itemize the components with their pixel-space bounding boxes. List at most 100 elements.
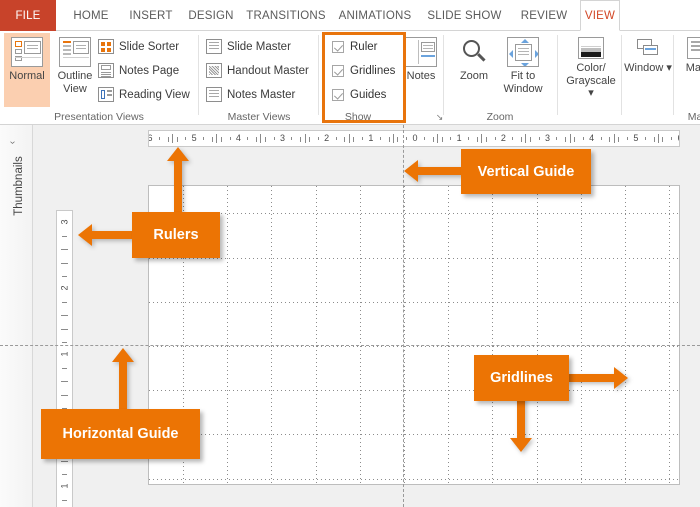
ruler-half-tick (613, 134, 615, 143)
slide-sorter-button[interactable]: Slide Sorter (98, 36, 179, 57)
ribbon-tabstrip: FILE HOME INSERT DESIGN TRANSITIONS ANIM… (0, 0, 700, 31)
notes-icon (405, 37, 437, 67)
ruler-tick-label: 4 (589, 133, 595, 143)
ruler-minor-tick (317, 137, 319, 140)
slide-master-button[interactable]: Slide Master (206, 36, 291, 57)
zoom-button[interactable]: Zoom (451, 33, 497, 107)
handout-master-label: Handout Master (227, 64, 309, 77)
ruler-minor-tick (423, 137, 425, 140)
ruler-minor-tick (264, 137, 266, 142)
gridline-vertical (271, 186, 272, 484)
ruler-half-tick (304, 134, 306, 143)
slide-canvas[interactable] (148, 185, 680, 485)
checkbox-checked-icon (332, 89, 344, 101)
notes-page-icon (98, 63, 114, 78)
ruler-minor-tick (485, 137, 487, 142)
ruler-minor-tick (644, 137, 646, 140)
normal-view-button[interactable]: Normal (4, 33, 50, 107)
show-dialog-launcher[interactable]: ↘ (435, 112, 444, 122)
checkbox-checked-icon (332, 41, 344, 53)
callout-vertical-guide: Vertical Guide (461, 149, 591, 194)
tab-slide-show[interactable]: SLIDE SHOW (427, 9, 502, 22)
thumbnails-label: Thumbnails (13, 156, 25, 216)
tab-insert[interactable]: INSERT (129, 9, 173, 22)
horizontal-guide-line[interactable] (0, 345, 700, 346)
tab-design[interactable]: DESIGN (188, 9, 234, 22)
callout-rulers: Rulers (132, 212, 220, 258)
tab-home[interactable]: HOME (73, 9, 109, 22)
ruler-half-tick (260, 134, 262, 143)
color-grayscale-label: Color/ Grayscale ▾ (566, 62, 616, 99)
ruler-minor-tick (397, 137, 399, 142)
master-views-group-label: Master Views (227, 111, 291, 123)
ruler-minor-tick (335, 137, 337, 140)
thumbnails-pane[interactable]: › Thumbnails (0, 125, 33, 507)
ruler-half-tick (392, 134, 394, 143)
ruler-minor-tick (353, 137, 355, 142)
ruler-tick-label: 6 (672, 133, 679, 143)
ruler-tick-label: 6 (149, 133, 158, 143)
ruler-minor-tick (61, 328, 68, 330)
show-group-label: Show (344, 111, 372, 123)
ruler-minor-tick (211, 137, 213, 142)
checkbox-checked-icon (332, 65, 344, 77)
ruler-minor-tick (627, 137, 628, 140)
gridlines-layer (149, 186, 679, 484)
ruler-half-tick (525, 134, 527, 143)
ruler-tick-label: 1 (59, 351, 70, 357)
ruler-minor-tick (565, 137, 567, 142)
tab-transitions[interactable]: TRANSITIONS (246, 9, 326, 22)
gridline-vertical (316, 186, 317, 484)
ruler-minor-tick (176, 137, 178, 142)
ruler-minor-tick (62, 407, 67, 409)
gridlines-checkbox[interactable]: Gridlines (332, 61, 395, 81)
notes-button[interactable]: Notes (398, 33, 444, 107)
gridline-horizontal (149, 346, 679, 347)
ruler-minor-tick (229, 137, 231, 140)
notes-master-label: Notes Master (227, 88, 296, 101)
zoom-group-label: Zoom (486, 111, 514, 123)
zoom-label: Zoom (459, 70, 489, 82)
ruler-checkbox[interactable]: Ruler (332, 37, 377, 57)
horizontal-ruler[interactable]: 6543210123456 (148, 130, 680, 147)
ruler-minor-tick (291, 137, 293, 140)
zoom-magnifier-icon (458, 37, 490, 67)
tab-review[interactable]: REVIEW (520, 9, 568, 22)
notes-master-button[interactable]: Notes Master (206, 84, 295, 105)
macros-button[interactable]: Macro (675, 33, 700, 107)
ruler-minor-tick (362, 137, 363, 140)
ruler-minor-tick (61, 460, 68, 462)
vertical-guide-line[interactable] (403, 125, 404, 507)
chevron-right-icon[interactable]: › (7, 140, 19, 145)
gridline-vertical (227, 186, 228, 484)
notes-page-button[interactable]: Notes Page (98, 60, 179, 81)
fit-to-window-button[interactable]: Fit to Window (495, 33, 551, 107)
tab-animations[interactable]: ANIMATIONS (338, 9, 412, 22)
gridlines-right-arrow (566, 367, 628, 389)
ruler-minor-tick (671, 137, 673, 140)
gridline-vertical (360, 186, 361, 484)
vertical-guide-left-arrow (404, 160, 466, 182)
ribbon-group-macros: Macro Macros (675, 31, 700, 125)
ruler-minor-tick (62, 368, 67, 370)
outline-view-button[interactable]: Outline View (52, 33, 98, 107)
notes-page-label: Notes Page (119, 64, 180, 77)
ruler-half-tick (657, 134, 659, 143)
window-button[interactable]: Window ▾ (623, 33, 673, 107)
macros-label: Macro (685, 62, 700, 74)
slide-sorter-icon (98, 39, 114, 54)
callout-gridlines: Gridlines (474, 355, 569, 401)
ruler-minor-tick (62, 302, 67, 304)
gridline-vertical (581, 186, 582, 484)
reading-view-button[interactable]: Reading View (98, 84, 190, 105)
handout-master-button[interactable]: Handout Master (206, 60, 309, 81)
ruler-tick-label: 2 (500, 133, 506, 143)
guides-checkbox[interactable]: Guides (332, 85, 386, 105)
ruler-half-tick (437, 134, 439, 143)
tab-file[interactable]: FILE (0, 0, 56, 31)
ruler-minor-tick (185, 137, 187, 140)
tab-view[interactable]: VIEW (580, 0, 620, 31)
color-grayscale-button[interactable]: Color/ Grayscale ▾ (562, 33, 620, 107)
ribbon-group-zoom: Zoom Fit to Window Zoom (445, 31, 555, 125)
